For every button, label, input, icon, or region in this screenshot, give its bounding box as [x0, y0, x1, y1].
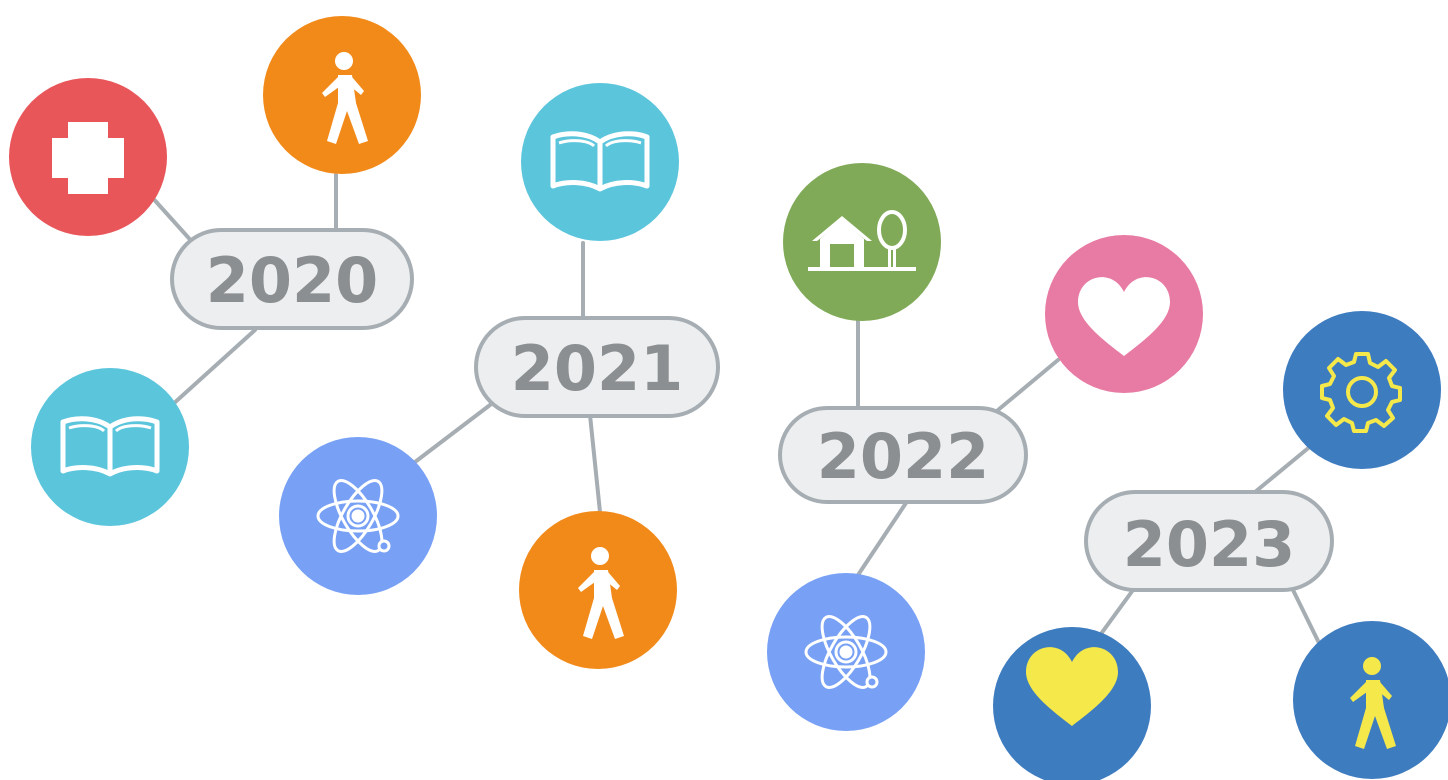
year-pill-2020: 2020: [170, 228, 414, 330]
year-pill-bg: [170, 228, 414, 330]
year-label-2023: 2023: [1123, 508, 1296, 581]
open-book-icon: [31, 368, 189, 526]
year-pill-2023: 2023: [1084, 490, 1334, 592]
walking-person-icon: [263, 16, 421, 174]
connector-2022-heart: [996, 358, 1060, 412]
year-label-2020: 2020: [206, 244, 379, 317]
year-pill-bg: [474, 316, 720, 418]
walking-person-icon: [1293, 621, 1448, 779]
year-pill-bg: [1084, 490, 1334, 592]
connector-2023-gear: [1253, 443, 1314, 494]
year-pill-2022: 2022: [778, 406, 1028, 504]
heart-icon: [993, 627, 1151, 780]
connector-lines: [148, 173, 1322, 647]
heart-icon: [1045, 235, 1203, 393]
connector-2023-walker: [1291, 588, 1322, 647]
atom-icon: [279, 437, 437, 595]
atom-icon: [767, 573, 925, 731]
year-pill-bg: [778, 406, 1028, 504]
walking-person-icon: [519, 511, 677, 669]
house-tree-icon: [783, 163, 941, 321]
connector-2023-heart: [1096, 588, 1135, 640]
connector-2022-atom: [856, 498, 910, 577]
connector-2020-book: [170, 328, 257, 407]
year-label-2022: 2022: [817, 420, 990, 493]
gear-icon: [1283, 311, 1441, 469]
year-pill-2021: 2021: [474, 316, 720, 418]
connector-2021-walker: [588, 413, 602, 514]
open-book-icon: [521, 83, 679, 241]
year-label-2021: 2021: [511, 332, 684, 405]
connector-2021-atom: [413, 403, 492, 464]
medical-cross-icon: [9, 78, 167, 236]
connector-2020-medical: [148, 193, 197, 247]
